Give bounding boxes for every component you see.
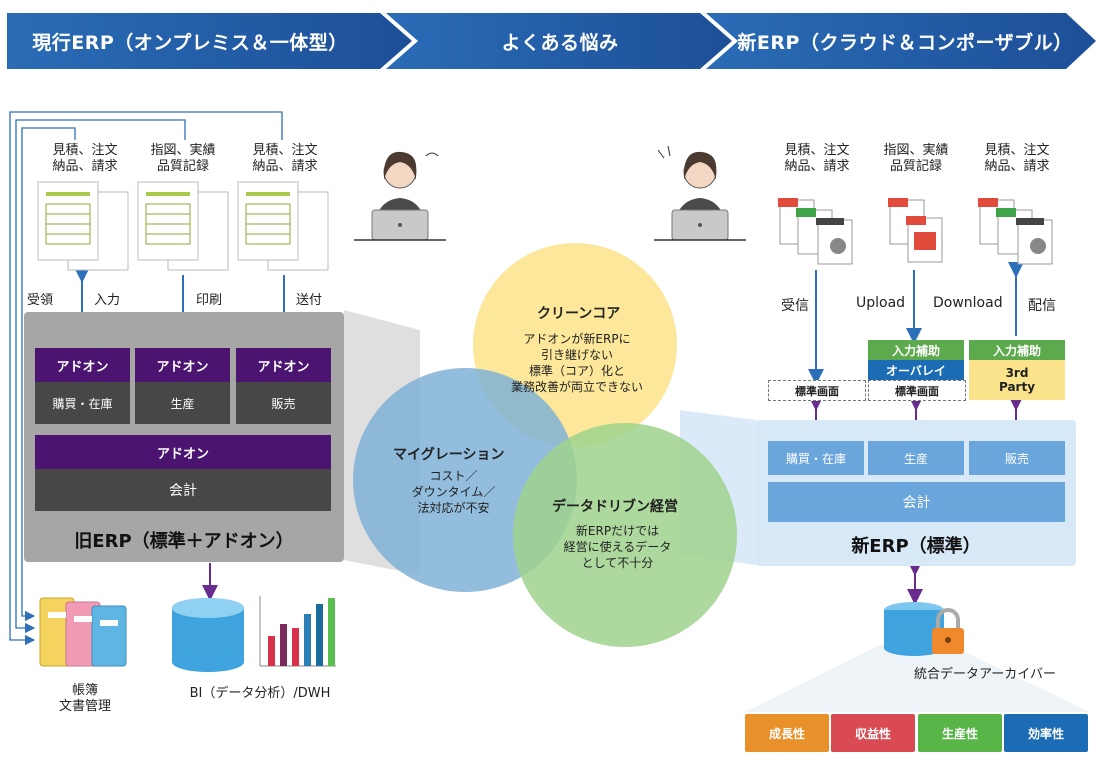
flow-label-input: 入力	[94, 293, 121, 308]
ledger-label: 帳簿 文書管理	[58, 683, 111, 714]
standard-screen-2: 標準画面	[868, 380, 966, 401]
old-module-sales: 販売	[236, 382, 331, 424]
flow-label-receive-new: 受信	[781, 298, 809, 314]
old-addon-purchasing: アドオン	[35, 348, 130, 382]
header-chevron-bar	[7, 13, 1096, 69]
new-module-purchasing: 購買・在庫	[768, 441, 864, 475]
flow-label-print: 印刷	[196, 293, 223, 308]
new-module-sales: 販売	[969, 441, 1065, 475]
new-module-accounting: 会計	[768, 482, 1065, 522]
flow-label-receive: 受領	[27, 293, 54, 308]
old-addon-accounting: アドオン	[35, 435, 331, 469]
old-module-purchasing: 購買・在庫	[35, 382, 130, 424]
header-new-erp: 新ERP（クラウド＆コンポーザブル）	[737, 31, 1073, 54]
old-doc-label-sales: 見積、注文 納品、請求	[52, 143, 118, 174]
old-module-production: 生産	[135, 382, 230, 424]
old-addon-sales: アドオン	[236, 348, 331, 382]
old-doc-label-shipping: 見積、注文 納品、請求	[252, 143, 318, 174]
benefit-growth: 成長性	[745, 714, 829, 752]
flow-label-deliver: 配信	[1028, 298, 1056, 314]
benefit-productivity: 生産性	[918, 714, 1002, 752]
venn-data-driven-title: データドリブン経営	[552, 499, 678, 515]
archive-database-lock-icon	[884, 602, 964, 656]
paper-forms-icon	[37, 181, 329, 271]
input-assist-3rd-party-label: 入力補助	[969, 340, 1065, 360]
new-doc-label-sales: 見積、注文 納品、請求	[784, 143, 850, 174]
new-module-production: 生産	[868, 441, 964, 475]
new-erp-title: 新ERP（標準）	[851, 536, 981, 557]
new-doc-label-production: 指図、実績 品質記録	[883, 143, 949, 174]
binder-icon	[39, 597, 127, 667]
header-common-worries: よくある悩み	[501, 31, 619, 54]
venn-data-driven-text: 新ERPだけでは 経営に使えるデータ として不十分	[563, 524, 672, 570]
venn-migration-text: コスト／ ダウンタイム／ 法対応が不安	[411, 469, 496, 515]
bi-label: BI（データ分析）/DWH	[189, 686, 331, 701]
input-assist-overlay-label: 入力補助	[868, 340, 964, 360]
standard-screen-1: 標準画面	[768, 380, 866, 401]
overlay-label: オーバレイ	[868, 360, 964, 380]
header-current-erp: 現行ERP（オンプレミス＆一体型）	[32, 31, 348, 54]
flow-label-upload: Upload	[856, 295, 906, 311]
new-doc-label-shipping: 見積、注文 納品、請求	[984, 143, 1050, 174]
venn-clean-core-text: アドオンが新ERPに 引き継げない 標準（コア）化と 業務改善が両立できない	[510, 332, 643, 394]
old-doc-label-production: 指図、実績 品質記録	[150, 143, 216, 174]
worried-person-icon	[354, 151, 446, 241]
old-module-accounting: 会計	[35, 469, 331, 511]
bar-chart-icon	[259, 596, 336, 667]
benefit-efficiency: 効率性	[1004, 714, 1088, 752]
benefit-profitability: 収益性	[831, 714, 915, 752]
old-addon-production: アドオン	[135, 348, 230, 382]
digital-files-icon	[778, 198, 1053, 265]
third-party-label: 3rd Party	[969, 360, 1065, 400]
archiver-label: 統合データアーカイバー	[914, 667, 1056, 682]
venn-diagram	[353, 243, 737, 647]
venn-clean-core-title: クリーンコア	[537, 306, 621, 322]
old-erp-title: 旧ERP（標準＋アドオン）	[74, 531, 294, 552]
database-icon	[172, 598, 244, 672]
venn-migration-title: マイグレーション	[393, 447, 505, 463]
flow-label-send: 送付	[296, 293, 323, 308]
happy-person-icon	[654, 145, 746, 241]
flow-label-download: Download	[933, 295, 1003, 311]
